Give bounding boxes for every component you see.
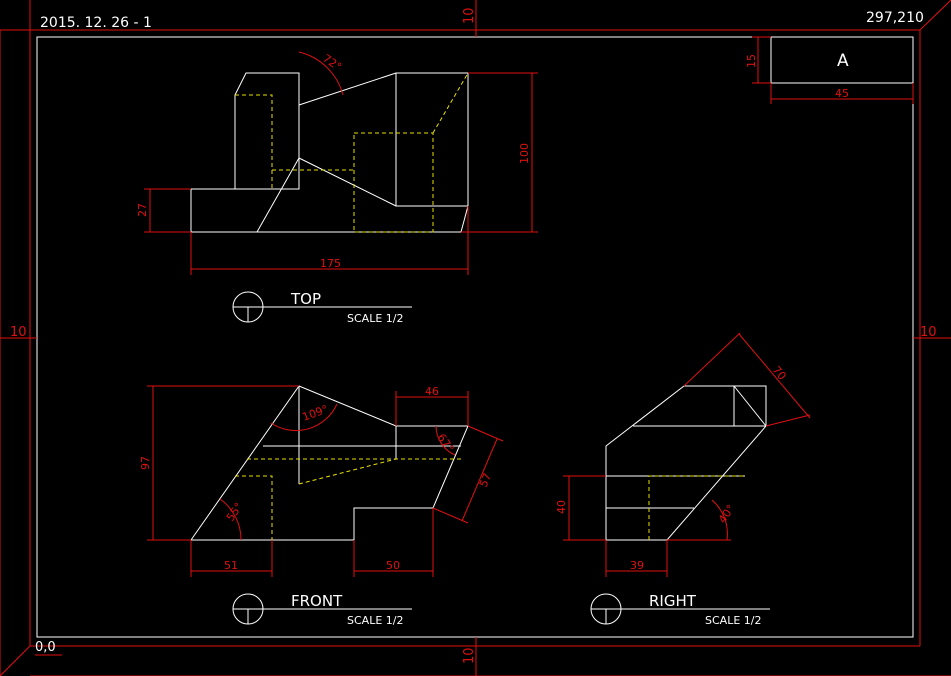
front-view-dimensions: 97 46 57 51 50 109° 67° 55° [139,385,504,577]
front-view-label: FRONT SCALE 1/2 [232,592,412,627]
margin-top-label: 10 [462,7,477,24]
sheet-size-label: 297,210 [866,10,924,26]
top-view-label: TOP SCALE 1/2 [232,290,412,325]
right-view-dimensions: 70 40 39 40° [555,332,811,577]
margin-left-label: 10 [10,325,27,340]
origin-label: 0,0 [35,640,56,655]
right-dim-width: 39 [630,559,644,572]
top-view: 100 27 175 72° TOP SCALE 1/2 [136,51,538,325]
top-view-outline [190,72,469,233]
title-block-letter: A [837,51,849,71]
top-dim-side: 27 [136,203,149,217]
front-dim-left-width: 51 [224,559,238,572]
front-dim-angle-left: 55° [224,500,246,523]
top-view-scale: SCALE 1/2 [347,312,403,325]
drawing-frame [36,36,914,638]
right-dim-diagonal: 70 [770,364,789,383]
top-view-title: TOP [290,290,321,308]
front-view-scale: SCALE 1/2 [347,614,403,627]
front-dim-angle-right: 67° [435,431,457,454]
right-view: 70 40 39 40° RIGHT SCALE 1/2 [555,332,811,627]
top-dim-height: 100 [518,143,531,164]
right-view-hidden-lines [648,475,745,540]
right-dim-angle: 40° [716,502,738,525]
front-dim-right-width: 50 [386,559,400,572]
top-dim-angle: 72° [320,52,343,74]
title-block-height-dim: 15 [745,54,758,68]
title-block-width-dim: 45 [835,87,849,100]
top-dim-width: 175 [320,257,341,270]
title-block: A 15 45 [745,36,914,104]
front-view-hidden-lines [235,458,461,540]
right-view-label: RIGHT SCALE 1/2 [590,592,770,627]
front-view-outline [190,385,469,541]
front-dim-top-width: 46 [425,385,439,398]
front-dim-height: 97 [139,456,152,470]
right-view-scale: SCALE 1/2 [705,614,761,627]
front-dim-angle-top: 109° [301,403,330,424]
top-view-hidden-lines [235,72,469,233]
top-view-dimensions: 100 27 175 72° [136,51,538,275]
date-label: 2015. 12. 26 - 1 [40,15,152,31]
margin-right-label: 10 [920,325,937,340]
front-view-title: FRONT [291,592,343,610]
right-view-outline [605,385,767,541]
right-view-title: RIGHT [649,592,697,610]
front-view: 97 46 57 51 50 109° 67° 55° [139,385,504,627]
front-dim-slant: 57 [477,471,494,489]
margin-bottom-label: 10 [462,647,477,664]
right-dim-height: 40 [555,500,568,514]
